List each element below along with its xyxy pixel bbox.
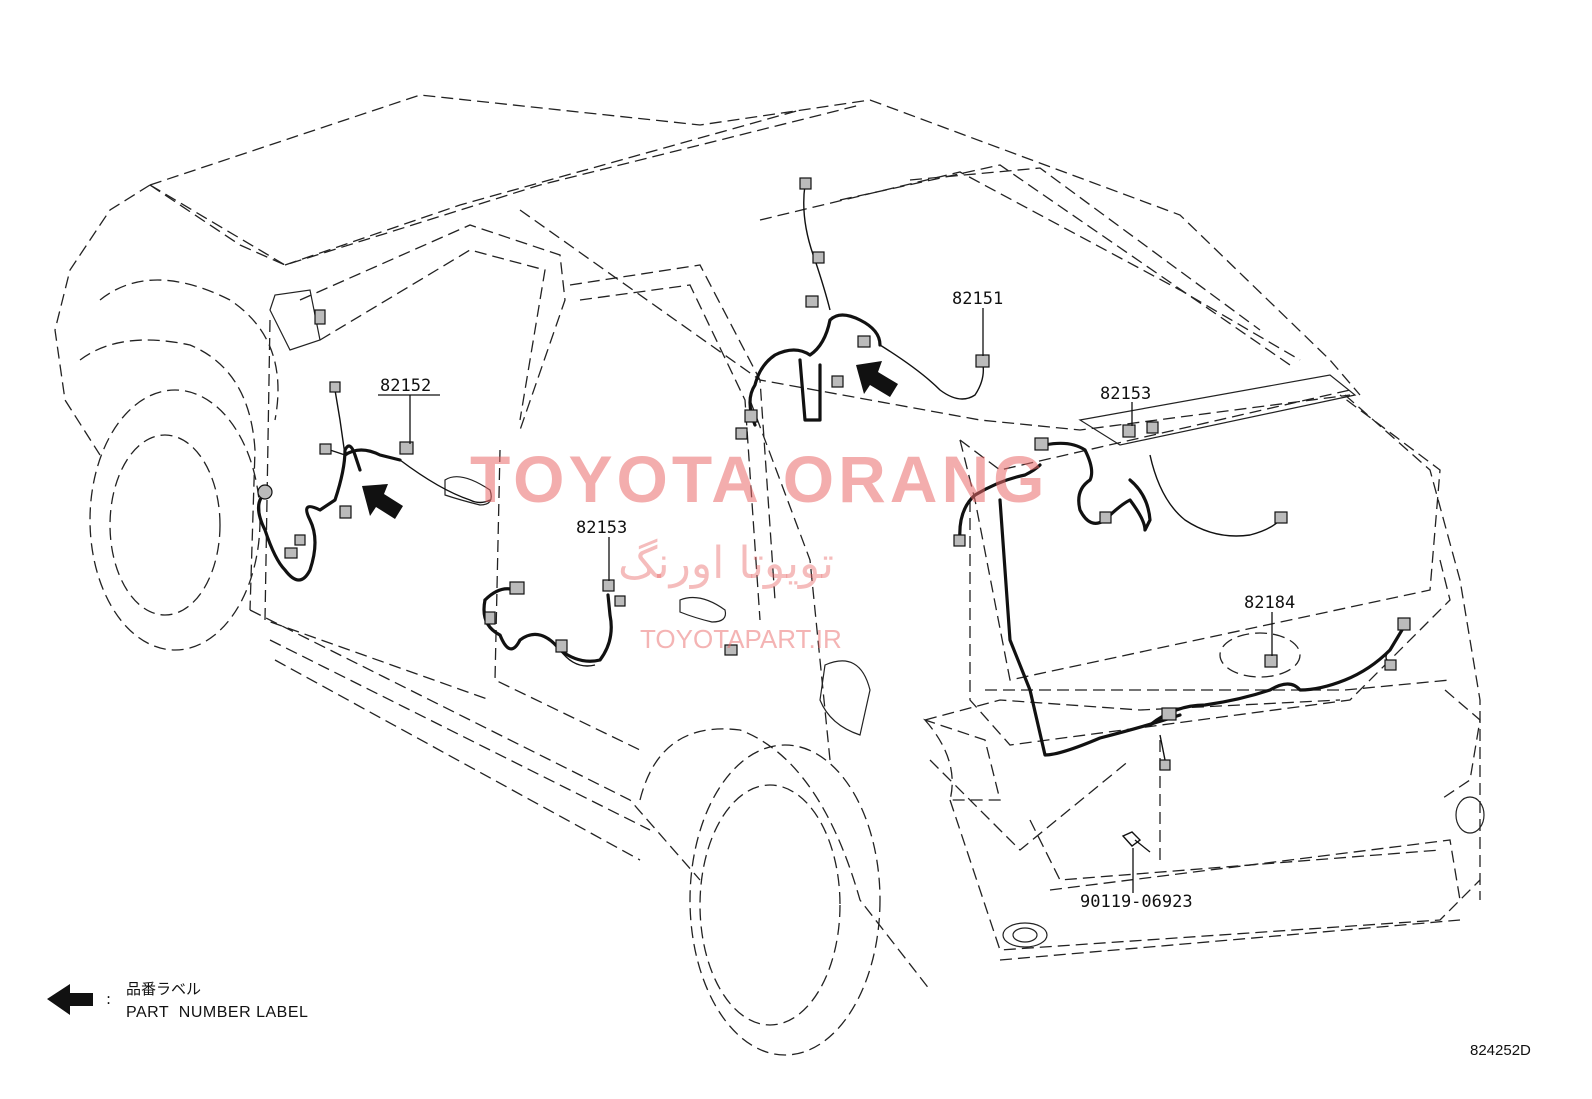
- watermark: TOYOTA ORANG تویوتا اورنگ TOYOTAPART.IR: [470, 442, 1048, 654]
- legend-separator: :: [106, 990, 111, 1008]
- connector: [857, 335, 871, 348]
- connector: [1099, 511, 1112, 524]
- connector: [831, 375, 844, 388]
- connector: [1159, 759, 1171, 771]
- connector: [975, 354, 990, 368]
- connector: [799, 177, 812, 190]
- connector: [1274, 511, 1288, 524]
- connector: [602, 579, 615, 592]
- legend-label-en: PART NUMBER LABEL: [126, 1004, 308, 1021]
- connector: [399, 441, 414, 455]
- part-number-82153-rear-door: 82153: [576, 518, 627, 538]
- connector: [294, 534, 306, 546]
- connector: [257, 484, 273, 500]
- harness-front-door-82152: [257, 309, 491, 582]
- leader-lines: [378, 308, 1273, 893]
- connector: [1122, 424, 1136, 438]
- connector: [319, 443, 332, 455]
- connector: [953, 534, 966, 547]
- part-number-label-arrow-roof: [856, 361, 898, 397]
- connector: [284, 547, 298, 559]
- connector: [1161, 707, 1177, 721]
- harness-roof-82151: [735, 177, 990, 440]
- part-number-82152: 82152: [380, 376, 431, 396]
- harness-rear-door-82153: [482, 579, 738, 667]
- connector: [812, 251, 825, 264]
- connector: [614, 595, 626, 607]
- diagram-id: 824252D: [1470, 1042, 1531, 1059]
- bolt-90119-06923: [1121, 831, 1151, 853]
- connector: [1397, 617, 1411, 631]
- part-number-90119-06923: 90119-06923: [1080, 892, 1193, 912]
- watermark-persian: تویوتا اورنگ: [618, 538, 834, 589]
- harness-back-door-82153: [953, 421, 1288, 757]
- part-number-label-arrow-icon: [47, 984, 93, 1015]
- connector: [509, 581, 525, 595]
- connector: [735, 427, 748, 440]
- part-number-82151: 82151: [952, 289, 1003, 309]
- connector: [744, 409, 758, 423]
- part-number-82184: 82184: [1244, 593, 1295, 613]
- connector: [1146, 421, 1159, 434]
- connector: [724, 644, 738, 656]
- connector: [805, 295, 819, 308]
- connector: [1264, 654, 1278, 668]
- connector: [1034, 437, 1049, 451]
- connector: [339, 505, 352, 519]
- part-number-label-arrow-front: [362, 484, 403, 519]
- watermark-brand: TOYOTA ORANG: [470, 442, 1048, 516]
- harness-rear-82184: [1148, 617, 1411, 860]
- connector: [1384, 659, 1397, 671]
- legend: : 品番ラベル PART NUMBER LABEL: [47, 980, 308, 1021]
- vehicle-body-outline: [54, 94, 1485, 1056]
- watermark-url: TOYOTAPART.IR: [640, 624, 842, 654]
- connector: [314, 309, 326, 325]
- connector: [555, 639, 568, 653]
- legend-label-jp: 品番ラベル: [126, 980, 201, 998]
- part-number-82153-back-door: 82153: [1100, 384, 1151, 404]
- connector: [484, 611, 496, 625]
- connector: [329, 381, 341, 393]
